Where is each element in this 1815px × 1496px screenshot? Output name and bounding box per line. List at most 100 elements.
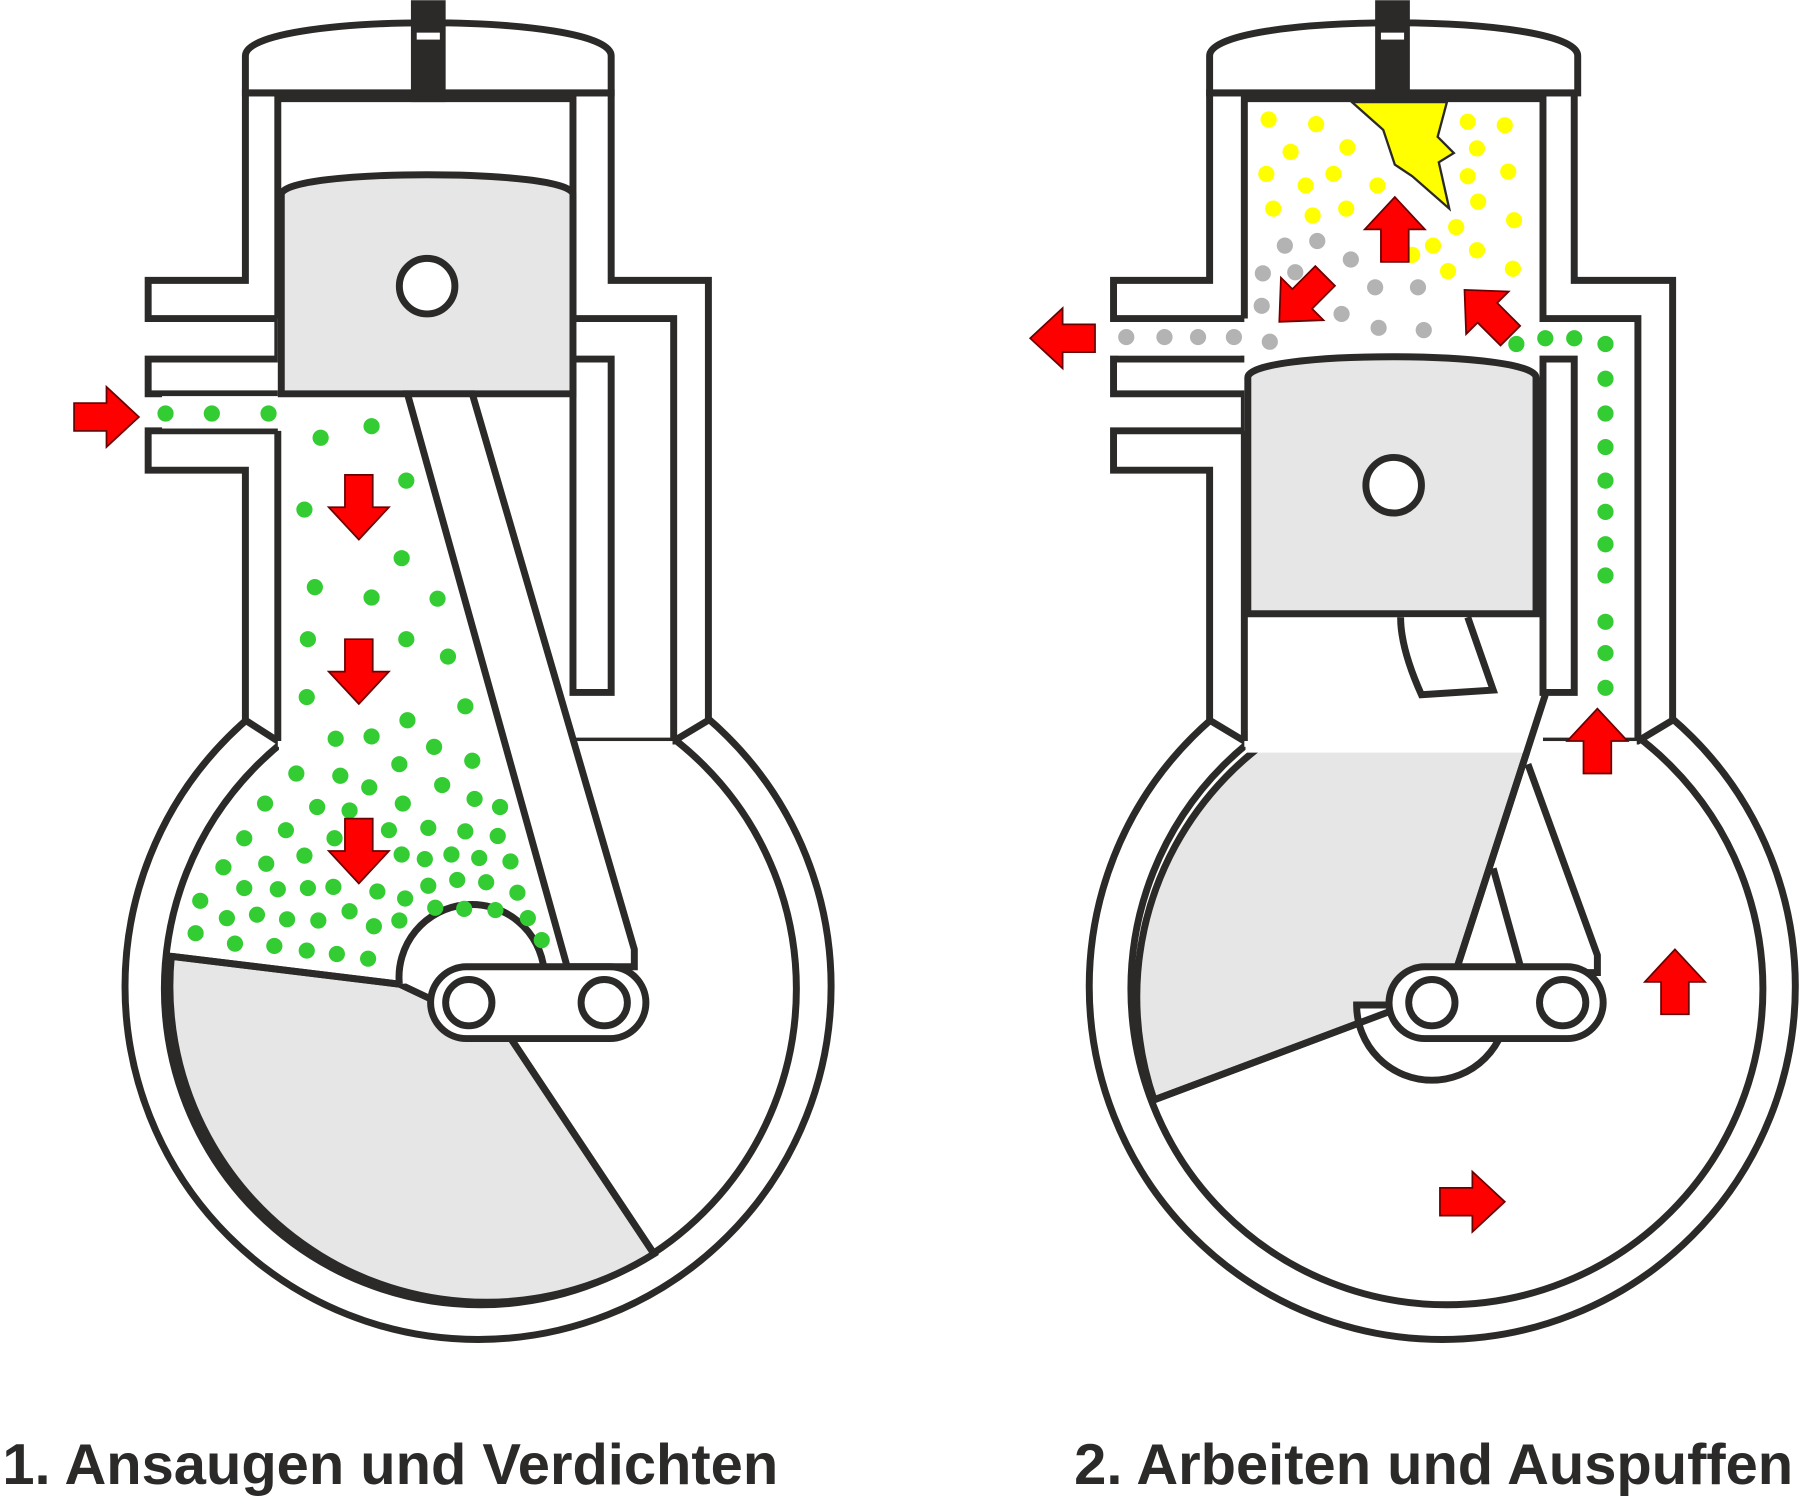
- fresh-mixture-dot: [1597, 472, 1614, 489]
- exhaust-gas-dot: [1189, 328, 1207, 346]
- fresh-mixture-dot: [266, 937, 283, 955]
- piston-pin: [395, 254, 459, 318]
- fresh-mixture-dot: [393, 846, 410, 863]
- combustion-dot: [1424, 237, 1442, 254]
- connecting-rod: [1489, 763, 1601, 977]
- fresh-mixture-dot: [363, 589, 380, 606]
- fresh-mixture-dot: [326, 830, 343, 847]
- fresh-mixture-dot: [359, 950, 377, 967]
- exhaust-gas-dot: [1225, 328, 1243, 346]
- transfer-port: [569, 355, 615, 696]
- fresh-mixture-dot: [260, 405, 277, 422]
- combustion-dot: [1448, 219, 1465, 236]
- fresh-mixture-dot: [310, 912, 327, 929]
- fresh-mixture-dot: [1597, 335, 1614, 353]
- fresh-mixture-dot: [341, 802, 358, 819]
- fresh-mixture-dot: [365, 918, 382, 935]
- spark-lightning-icon: [1348, 100, 1456, 212]
- combustion-dot: [1468, 140, 1486, 157]
- fresh-mixture-dot: [425, 738, 443, 755]
- crank-counterweight: [166, 952, 659, 1306]
- exhaust-gas-dot: [1370, 319, 1387, 336]
- fresh-mixture-dot: [341, 903, 358, 920]
- exhaust-gas-dot: [1333, 305, 1350, 323]
- exhaust-gas-dot: [1276, 237, 1293, 254]
- fresh-mixture-dot: [236, 879, 253, 897]
- combustion-dot: [1369, 177, 1386, 194]
- fresh-mixture-dot: [1597, 679, 1614, 696]
- fresh-mixture-dot: [443, 846, 460, 863]
- fresh-mixture-dots: [157, 405, 550, 967]
- combustion-dot: [1304, 207, 1321, 224]
- exhaust-gas-dot: [1287, 264, 1304, 281]
- exhaust-gas-dot: [1415, 322, 1432, 339]
- flow-arrow-icon: [73, 385, 140, 448]
- fresh-mixture-dot: [1597, 613, 1614, 630]
- fresh-mixture-dot: [456, 900, 473, 917]
- combustion-dot: [1308, 115, 1325, 133]
- flow-arrow-icon: [1029, 307, 1096, 370]
- fresh-mixture-dot: [256, 795, 274, 812]
- fresh-mixture-dot: [187, 925, 204, 942]
- fresh-mixture-dot: [391, 756, 408, 773]
- exhaust-gas-dot: [1253, 297, 1270, 314]
- transfer-port: [1539, 355, 1578, 696]
- exhaust-gas-dot: [1309, 232, 1326, 250]
- combustion-dot: [1459, 168, 1476, 185]
- combustion-dot: [1439, 262, 1457, 280]
- fresh-mixture-dot: [434, 776, 451, 794]
- crank-pin: [442, 976, 496, 1030]
- caption-stage-2: 2. Arbeiten und Auspuffen: [1074, 1433, 1793, 1496]
- combustion-dot: [1297, 177, 1314, 194]
- fresh-mixture-dot: [380, 822, 398, 839]
- caption-stage-1: 1. Ansaugen und Verdichten: [2, 1433, 778, 1496]
- fresh-mixture-dot: [288, 765, 305, 782]
- fresh-mixture-dot: [1597, 503, 1614, 520]
- fresh-mixture-dot: [363, 418, 380, 435]
- fresh-mixture-dot: [439, 648, 457, 665]
- combustion-dot: [1505, 212, 1523, 229]
- piston-pin: [1362, 453, 1425, 517]
- fresh-mixture-dot: [298, 688, 315, 706]
- combustion-dot: [1282, 143, 1299, 160]
- fresh-mixture-dot: [1597, 438, 1614, 456]
- fresh-mixture-dot: [1597, 644, 1614, 662]
- fresh-mixture-dot: [332, 767, 349, 784]
- combustion-dot: [1459, 113, 1476, 130]
- exhaust-gas-dot: [1254, 265, 1271, 282]
- exhaust-gas-dot: [1342, 251, 1359, 268]
- fresh-mixture-dot: [464, 752, 481, 769]
- fresh-mixture-dot: [1508, 335, 1525, 353]
- combustion-dot: [1338, 200, 1355, 217]
- combustion-dot: [1468, 242, 1486, 259]
- exhaust-gas-dot: [1118, 328, 1135, 346]
- fresh-mixture-dot: [1597, 405, 1614, 422]
- fresh-mixture-dot: [398, 472, 415, 489]
- fresh-mixture-dot: [487, 901, 504, 919]
- fresh-mixture-dot: [312, 429, 329, 446]
- fresh-mixture-dot: [203, 405, 220, 422]
- fresh-mixture-dot: [533, 932, 550, 949]
- fresh-mixture-dot: [215, 859, 232, 876]
- crank-shaft: [577, 976, 631, 1030]
- fresh-mixture-dot: [449, 871, 466, 889]
- fresh-mixture-dot: [218, 910, 235, 927]
- fresh-mixture-dot: [397, 890, 414, 907]
- spark-plug: [1375, 0, 1410, 99]
- combustion-dot: [1339, 139, 1356, 156]
- combustion-dot: [1265, 200, 1282, 217]
- fresh-mixture-dot: [361, 779, 378, 796]
- exhaust-gas-dot: [1261, 333, 1278, 350]
- fresh-mixture-dot: [278, 911, 296, 928]
- combustion-dot: [1258, 165, 1275, 182]
- fresh-mixture-dot: [1597, 536, 1614, 553]
- spark-plug: [410, 0, 446, 103]
- fresh-mixture-dot: [398, 631, 415, 648]
- exhaust-gas-dot: [1367, 279, 1384, 296]
- fresh-mixture-dot: [277, 822, 295, 839]
- fresh-mixture-dot: [420, 877, 437, 894]
- fresh-mixture-dot: [491, 798, 509, 816]
- fresh-mixture-dot: [427, 899, 444, 916]
- fresh-mixture-dot: [1566, 330, 1583, 347]
